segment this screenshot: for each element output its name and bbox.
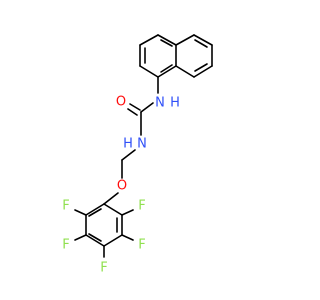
- bond: [103, 234, 123, 247]
- bond: [175, 34, 195, 46]
- bond: [157, 65, 177, 78]
- nitrogen-atom-label: N: [155, 96, 165, 111]
- bond: [127, 108, 138, 116]
- oxygen-atom-label: O: [116, 95, 126, 110]
- nitrogen-atom-label: N: [137, 137, 147, 152]
- bond: [88, 233, 102, 242]
- bond: [88, 208, 102, 217]
- hydrogen-atom-label: H: [170, 96, 180, 111]
- fluorine-atom-label: F: [100, 261, 107, 276]
- hydrogen-atom-label: H: [123, 137, 133, 152]
- bond: [139, 65, 159, 78]
- bond: [129, 103, 141, 111]
- bond: [193, 65, 213, 78]
- fluorine-atom-label: F: [138, 199, 145, 214]
- bond: [140, 102, 154, 113]
- bond: [103, 203, 123, 216]
- bond: [160, 39, 173, 47]
- pentafluorophenyl-ring: [85, 203, 123, 247]
- bond: [193, 34, 213, 46]
- bond: [194, 63, 208, 72]
- bond: [121, 209, 134, 216]
- fluorine-atom-label: F: [138, 238, 145, 253]
- bond: [121, 149, 136, 161]
- bond: [121, 234, 134, 241]
- bond: [103, 192, 119, 205]
- bond: [157, 34, 177, 46]
- bond: [74, 209, 87, 216]
- bond: [175, 65, 195, 78]
- molecule-structure: N H O H N O F F F F F: [62, 34, 213, 276]
- naphthalene-ring: [139, 34, 213, 78]
- bond: [74, 234, 87, 241]
- bond: [194, 39, 208, 48]
- fluorine-atom-label: F: [62, 238, 69, 253]
- oxygen-atom-label: O: [117, 179, 127, 194]
- bond: [85, 203, 105, 216]
- molecule-canvas: N H O H N O F F F F F: [62, 34, 213, 276]
- fluorine-atom-label: F: [62, 199, 69, 214]
- bond: [85, 234, 105, 247]
- bond: [139, 34, 159, 46]
- bond: [160, 64, 173, 73]
